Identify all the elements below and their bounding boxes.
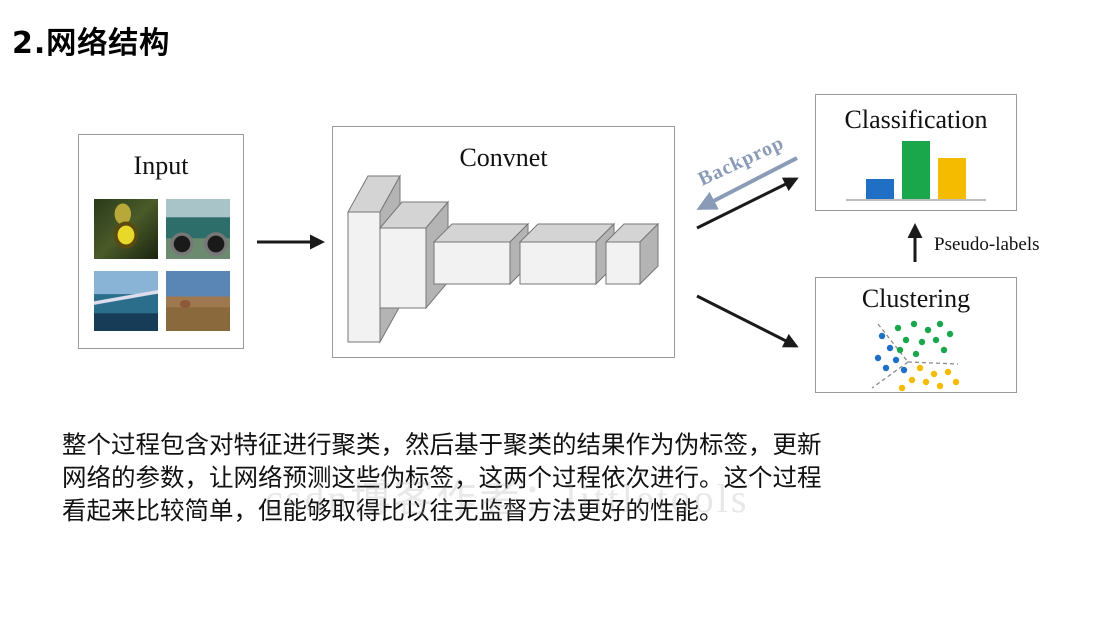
cluster-dot-yellow bbox=[944, 368, 952, 376]
class-bar-green bbox=[902, 141, 930, 199]
classification-label: Classification bbox=[844, 105, 988, 134]
arrow-convnet-to-classification bbox=[696, 177, 799, 230]
cluster-dot-green bbox=[910, 320, 918, 328]
cluster-dot-blue bbox=[886, 344, 894, 352]
cluster-dot-yellow bbox=[916, 364, 924, 372]
pseudo-labels-label: Pseudo-labels bbox=[934, 234, 1040, 255]
cluster-dot-green bbox=[912, 350, 920, 358]
cluster-dot-green bbox=[902, 336, 910, 344]
cluster-dot-blue bbox=[900, 366, 908, 374]
description-line-3: 看起来比较简单，但能够取得比以往无监督方法更好的性能。 bbox=[62, 496, 724, 525]
input-image-bird bbox=[94, 271, 158, 331]
cluster-dot-yellow bbox=[936, 382, 944, 390]
clustering-box: Clustering bbox=[815, 277, 1017, 393]
backprop-label: Backprop bbox=[695, 132, 788, 191]
convnet-label: Convnet bbox=[459, 143, 548, 172]
convnet-box: Convnet bbox=[332, 126, 675, 358]
cluster-dot-blue bbox=[874, 354, 882, 362]
classification-bar-chart bbox=[866, 141, 970, 199]
cluster-dot-yellow bbox=[930, 370, 938, 378]
cluster-dot-yellow bbox=[922, 378, 930, 386]
cluster-dot-green bbox=[894, 324, 902, 332]
arrow-backprop bbox=[696, 156, 798, 210]
cluster-dot-green bbox=[946, 330, 954, 338]
watermark: csdn博客作者：littletools bbox=[265, 476, 750, 521]
classification-box: Classification bbox=[815, 94, 1017, 211]
class-bar-blue bbox=[866, 179, 894, 199]
cluster-dot-blue bbox=[878, 332, 886, 340]
cluster-dot-green bbox=[896, 346, 904, 354]
cluster-dot-blue bbox=[882, 364, 890, 372]
input-image-flower bbox=[94, 199, 158, 259]
clustering-label: Clustering bbox=[861, 284, 971, 313]
description-line-2: 网络的参数，让网络预测这些伪标签，这两个过程依次进行。这个过程 bbox=[62, 463, 822, 492]
cluster-dot-green bbox=[940, 346, 948, 354]
input-label: Input bbox=[133, 151, 189, 180]
input-image-field bbox=[166, 271, 230, 331]
page-title: 2.网络结构 bbox=[12, 26, 171, 61]
cluster-dot-yellow bbox=[898, 384, 906, 392]
class-bar-yellow bbox=[938, 158, 966, 199]
cluster-dot-yellow bbox=[952, 378, 960, 386]
classification-baseline bbox=[846, 199, 986, 201]
cluster-scatter bbox=[871, 320, 960, 392]
cluster-dot-yellow bbox=[908, 376, 916, 384]
cluster-dot-green bbox=[918, 338, 926, 346]
cluster-dot-green bbox=[936, 320, 944, 328]
arrow-convnet-to-clustering bbox=[696, 294, 799, 348]
cluster-dot-green bbox=[932, 336, 940, 344]
description-line-1: 整个过程包含对特征进行聚类，然后基于聚类的结果作为伪标签，更新 bbox=[62, 430, 822, 459]
description-text: 整个过程包含对特征进行聚类，然后基于聚类的结果作为伪标签，更新 网络的参数，让网… bbox=[62, 428, 822, 527]
cluster-dot-green bbox=[924, 326, 932, 334]
input-box: Input bbox=[78, 134, 244, 349]
cluster-dot-blue bbox=[892, 356, 900, 364]
input-image-car bbox=[166, 199, 230, 259]
